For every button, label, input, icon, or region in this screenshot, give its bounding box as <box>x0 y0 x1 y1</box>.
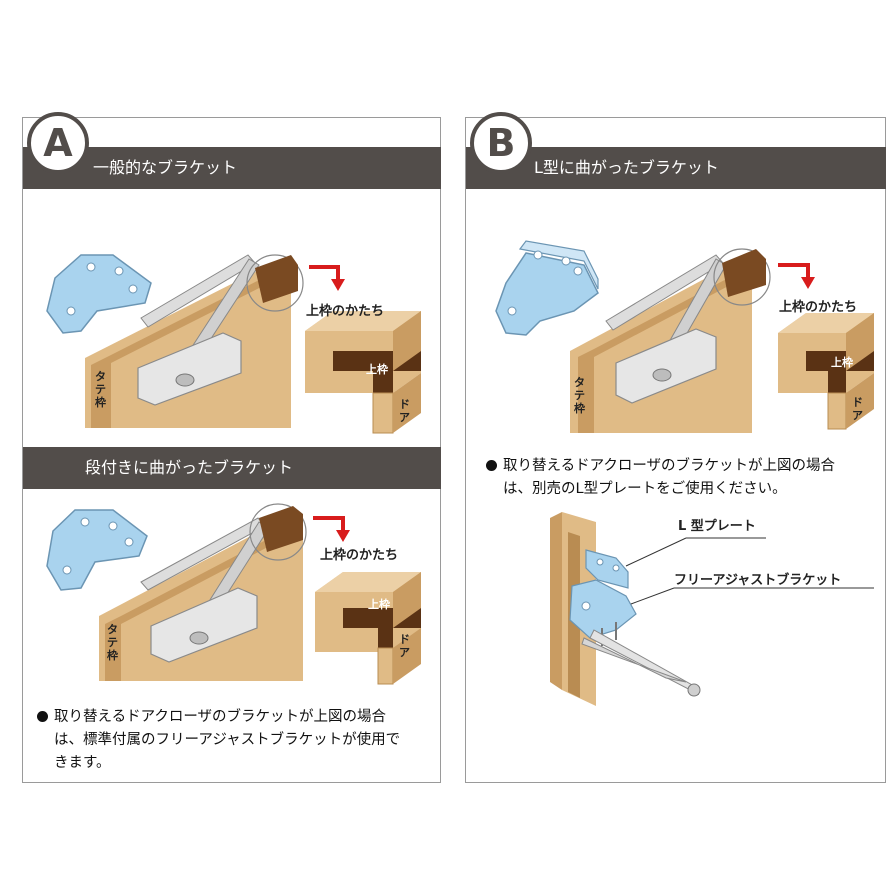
panel-a-door-1: ドア <box>399 398 410 424</box>
panel-a-top-frame-2: 上枠 <box>368 598 390 611</box>
panel-b-header-text: L型に曲がったブラケット <box>534 158 719 177</box>
panel-b-door: ドア <box>852 396 863 422</box>
panel-a-illustration-1 <box>46 254 421 434</box>
bullet-dot <box>37 711 48 722</box>
panel-b-badge: B <box>470 112 532 174</box>
panel-a-door-2: ドア <box>399 633 410 659</box>
panel-a-frame-label-1: 上枠のかたち <box>306 304 385 319</box>
panel-b-side-frame: タテ枠 <box>574 376 585 415</box>
panel-b-callout-bracket: フリーアジャストブラケット <box>674 573 842 588</box>
panel-b-header: L型に曲がったブラケット <box>466 147 886 189</box>
closer-body-shape <box>137 332 242 406</box>
panel-a: 一般的なブラケット A 上枠のかたち 上枠 ドア タテ枠 <box>22 112 441 783</box>
panel-a-side-frame-2: タテ枠 <box>107 623 118 662</box>
panel-a-side-frame-1: タテ枠 <box>95 370 106 409</box>
bullet-dot <box>486 460 497 471</box>
panel-b-l-plate-illustration <box>550 512 874 706</box>
panel-a-badge: A <box>27 112 89 174</box>
panel-a-header-1: 一般的なブラケット <box>23 147 441 189</box>
panel-b-callout-l-plate: L 型プレート <box>678 519 756 534</box>
panel-b-note: 取り替えるドアクローザのブラケットが上図の場合 は、別売のL型プレートをご使用く… <box>486 455 886 501</box>
panel-b-frame-label: 上枠のかたち <box>779 300 858 315</box>
door-panel-shape <box>85 263 291 428</box>
panel-a-note: 取り替えるドアクローザのブラケットが上図の場合 は、標準付属のフリーアジャストブ… <box>37 706 437 775</box>
l-plate-shape <box>585 549 629 589</box>
panel-b-illustration <box>495 240 874 433</box>
panel-a-header-2-text: 段付きに曲がったブラケット <box>85 458 294 477</box>
panel-a-illustration-2 <box>46 503 421 685</box>
panel-a-top-frame-1: 上枠 <box>366 363 388 376</box>
panel-b-note-line-1: 取り替えるドアクローザのブラケットが上図の場合 <box>503 458 836 474</box>
panel-b-note-line-2: は、別売のL型プレートをご使用ください。 <box>503 481 787 497</box>
bracket-plate-shape <box>46 254 152 334</box>
panel-a-note-line-2: は、標準付属のフリーアジャストブラケットが使用で <box>54 732 401 748</box>
panel-a-header-1-text: 一般的なブラケット <box>93 158 238 177</box>
panel-b-top-frame: 上枠 <box>831 356 853 369</box>
panel-a-frame-label-2: 上枠のかたち <box>320 548 399 563</box>
panel-b: L型に曲がったブラケット B 上枠のかたち 上枠 ドア タテ枠 取り替えるドアク… <box>465 112 886 783</box>
panel-a-header-2: 段付きに曲がったブラケット <box>23 447 441 489</box>
free-adjust-bracket-shape <box>569 579 637 639</box>
panel-a-note-line-3: きます。 <box>54 755 111 771</box>
side-frame-shape <box>91 355 111 428</box>
panel-a-note-line-1: 取り替えるドアクローザのブラケットが上図の場合 <box>54 709 387 725</box>
red-arrow-shape <box>309 265 340 281</box>
